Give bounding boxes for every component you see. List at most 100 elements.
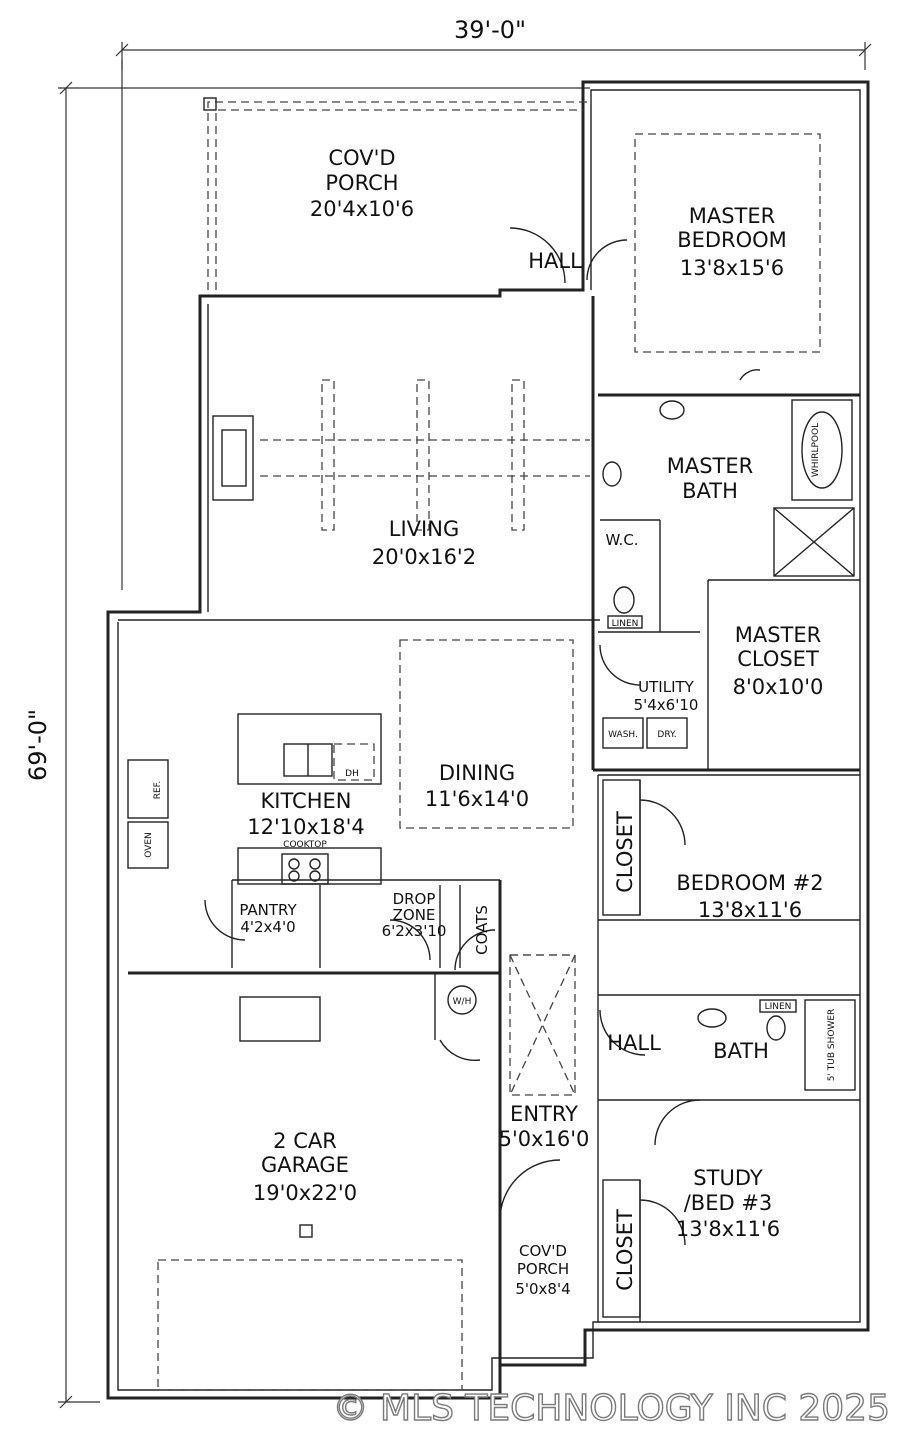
- svg-text:4'2x4'0: 4'2x4'0: [240, 918, 295, 936]
- whirlpool-tub: [791, 399, 853, 501]
- sink-icon: [697, 1008, 727, 1028]
- room-kitchen: KITCHEN 12'10x18'4: [247, 789, 365, 839]
- door-swings: [204, 227, 761, 1246]
- depth-dimension: 69'-0": [24, 81, 590, 1409]
- cooktop-icon: [281, 853, 329, 885]
- closet-study-outline: [602, 1179, 641, 1318]
- svg-text:/BED #3: /BED #3: [684, 1191, 773, 1215]
- svg-text:COOKTOP: COOKTOP: [283, 840, 327, 850]
- width-dimension: 39'-0": [115, 16, 872, 70]
- room-covd-porch-front: COV'D PORCH 5'0x8'4: [515, 1242, 570, 1298]
- svg-text:5' TUB SHOWER: 5' TUB SHOWER: [827, 1009, 837, 1082]
- svg-text:KITCHEN: KITCHEN: [261, 789, 352, 813]
- svg-text:COV'D: COV'D: [328, 146, 395, 170]
- room-hall-front: HALL: [607, 1031, 661, 1055]
- room-closet-bed2: CLOSET: [613, 811, 637, 893]
- width-label: 39'-0": [454, 16, 526, 44]
- bath-fixtures: WHIRLPOOL LINEN WASH. DRY. LINEN 5' TUB …: [602, 399, 856, 1091]
- box-beam-2: [416, 379, 430, 531]
- svg-text:MASTER: MASTER: [667, 454, 754, 478]
- svg-text:REF.: REF.: [153, 781, 163, 800]
- sink-icon: [659, 400, 685, 420]
- toilet-icon: [766, 1015, 786, 1041]
- room-utility: UTILITY 5'4x6'10: [634, 678, 699, 714]
- svg-text:BATH: BATH: [682, 479, 738, 503]
- svg-text:DROP: DROP: [393, 890, 436, 908]
- svg-text:13'8x11'6: 13'8x11'6: [676, 1217, 780, 1241]
- svg-text:MASTER: MASTER: [735, 623, 822, 647]
- svg-text:LINEN: LINEN: [765, 1002, 792, 1012]
- room-bath: BATH: [713, 1039, 769, 1063]
- svg-text:OVEN: OVEN: [144, 832, 154, 858]
- svg-text:13'8x15'6: 13'8x15'6: [680, 256, 784, 280]
- svg-text:20'0x16'2: 20'0x16'2: [372, 545, 476, 569]
- toilet-icon: [613, 586, 635, 614]
- room-drop-zone: DROP ZONE 6'2x3'10: [382, 890, 447, 940]
- room-wc: W.C.: [605, 531, 638, 549]
- room-hall-rear: HALL: [528, 249, 582, 273]
- svg-text:6'2x3'10: 6'2x3'10: [382, 922, 447, 940]
- garage-shelf: [239, 996, 321, 1042]
- svg-text:BEDROOM: BEDROOM: [677, 228, 787, 252]
- room-master-bedroom: MASTER BEDROOM 13'8x15'6: [677, 204, 787, 280]
- box-beams: [321, 379, 525, 531]
- svg-text:W/H: W/H: [453, 997, 472, 1007]
- room-closet-study: CLOSET: [613, 1209, 637, 1291]
- kitchen-island: [237, 713, 382, 785]
- fireplace: [212, 415, 254, 501]
- svg-text:WASH.: WASH.: [608, 730, 638, 740]
- refrigerator: [127, 759, 169, 819]
- rear-porch-outline: [203, 97, 590, 290]
- oven: [127, 821, 169, 869]
- box-beam-1: [321, 379, 335, 531]
- room-study: STUDY /BED #3 13'8x11'6: [676, 1166, 780, 1241]
- room-covd-porch-rear: COV'D PORCH 20'4x10'6: [310, 146, 414, 221]
- svg-text:COV'D: COV'D: [519, 1242, 567, 1260]
- sink-icon: [602, 461, 622, 487]
- kitchen-fixtures: DH REF. OVEN COOKTOP: [127, 713, 382, 885]
- room-bedroom2: BEDROOM #2 13'8x11'6: [676, 871, 823, 922]
- shower: [773, 507, 855, 577]
- svg-text:PORCH: PORCH: [517, 1260, 569, 1278]
- room-pantry: PANTRY 4'2x4'0: [239, 901, 297, 936]
- room-garage: 2 CAR GARAGE 19'0x22'0: [253, 1129, 357, 1205]
- svg-text:19'0x22'0: 19'0x22'0: [253, 1181, 357, 1205]
- room-entry: ENTRY 5'0x16'0: [499, 1102, 590, 1151]
- room-dining: DINING 11'6x14'0: [425, 761, 529, 811]
- svg-text:LINEN: LINEN: [612, 619, 639, 629]
- svg-text:13'8x11'6: 13'8x11'6: [698, 898, 802, 922]
- svg-text:5'0x8'4: 5'0x8'4: [515, 1280, 570, 1298]
- ceiling-outlines: [157, 133, 821, 1391]
- svg-text:ZONE: ZONE: [393, 906, 436, 924]
- svg-text:BEDROOM #2: BEDROOM #2: [676, 871, 823, 895]
- svg-text:5'4x6'10: 5'4x6'10: [634, 696, 699, 714]
- svg-text:5'0x16'0: 5'0x16'0: [499, 1127, 590, 1151]
- washer: [602, 717, 644, 749]
- svg-text:DRY.: DRY.: [657, 730, 676, 740]
- svg-text:20'4x10'6: 20'4x10'6: [310, 197, 414, 221]
- water-heater-icon: [447, 985, 477, 1015]
- room-living: LIVING 20'0x16'2: [372, 517, 476, 569]
- svg-text:8'0x10'0: 8'0x10'0: [733, 675, 824, 699]
- svg-text:UTILITY: UTILITY: [638, 678, 695, 696]
- room-master-bath: MASTER BATH: [667, 454, 754, 503]
- box-beam-3: [511, 379, 525, 531]
- svg-text:ENTRY: ENTRY: [510, 1102, 578, 1126]
- svg-text:11'6x14'0: 11'6x14'0: [425, 787, 529, 811]
- svg-text:STUDY: STUDY: [693, 1166, 763, 1190]
- svg-text:DINING: DINING: [439, 761, 515, 785]
- svg-text:2 CAR: 2 CAR: [273, 1129, 337, 1153]
- garage-post: [299, 1224, 313, 1238]
- tub-shower: [804, 999, 856, 1091]
- dryer: [646, 717, 688, 749]
- watermark: © MLS TECHNOLOGY INC 2025: [333, 1388, 890, 1429]
- svg-text:WHIRLPOOL: WHIRLPOOL: [811, 423, 821, 477]
- closet-bed2-outline: [602, 779, 641, 916]
- depth-label: 69'-0": [24, 709, 52, 781]
- room-master-closet: MASTER CLOSET 8'0x10'0: [733, 623, 824, 699]
- dh-label: DH: [345, 769, 359, 779]
- svg-text:CLOSET: CLOSET: [737, 647, 819, 671]
- svg-text:LIVING: LIVING: [389, 517, 459, 541]
- svg-text:GARAGE: GARAGE: [261, 1153, 349, 1177]
